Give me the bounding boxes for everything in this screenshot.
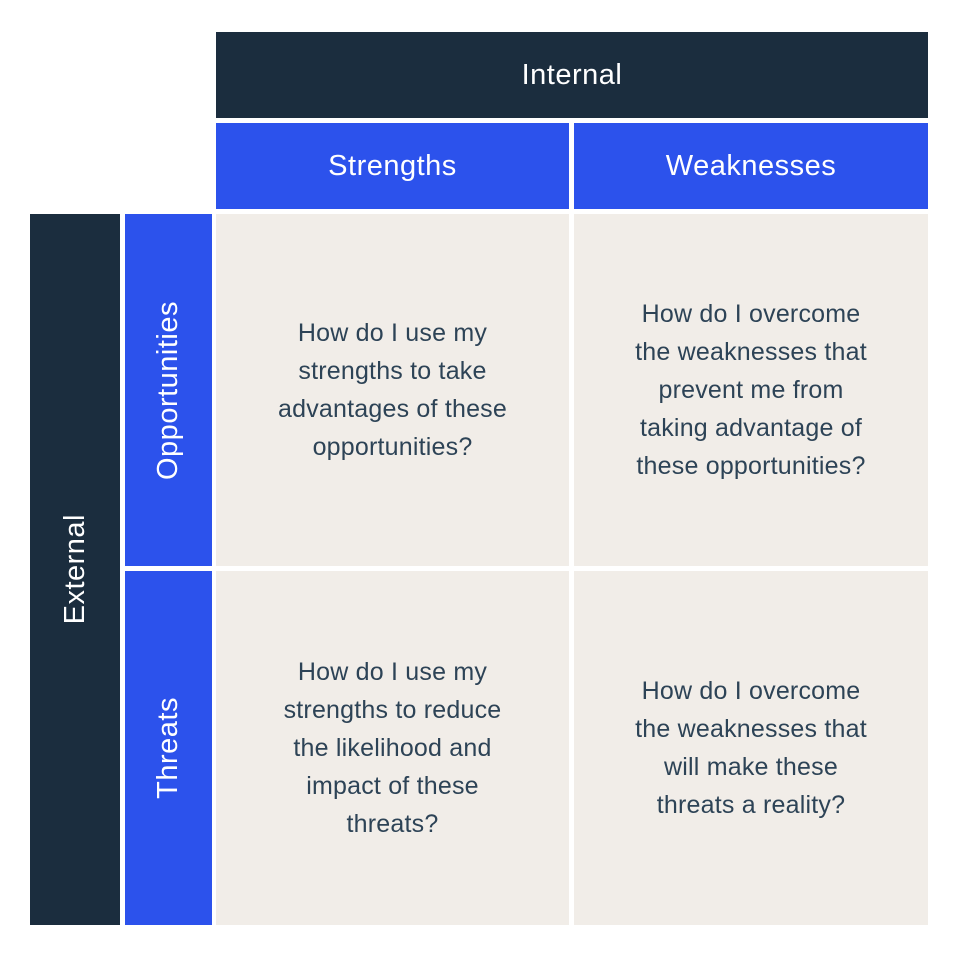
cell-strengths-opportunities-text: How do I use my strengths to take advant… (278, 319, 507, 461)
cell-weaknesses-opportunities-text: How do I overcome the weaknesses that pr… (635, 300, 867, 480)
cell-strengths-threats-text: How do I use my strengths to reduce the … (283, 658, 502, 838)
internal-axis-label: Internal (521, 58, 623, 91)
opportunities-row-header: Opportunities (125, 214, 212, 566)
cell-weaknesses-opportunities: How do I overcome the weaknesses that pr… (574, 214, 928, 566)
threats-row-label: Threats (152, 697, 184, 799)
cell-weaknesses-threats-text: How do I overcome the weaknesses that wi… (635, 677, 867, 819)
threats-row-header: Threats (125, 571, 212, 925)
internal-axis-header: Internal (216, 32, 928, 118)
weaknesses-column-label: Weaknesses (665, 149, 837, 182)
opportunities-row-label: Opportunities (152, 300, 184, 480)
external-axis-header: External (30, 214, 120, 925)
cell-strengths-opportunities: How do I use my strengths to take advant… (216, 214, 569, 566)
external-axis-label: External (58, 514, 91, 625)
cell-strengths-threats: How do I use my strengths to reduce the … (216, 571, 569, 925)
strengths-column-label: Strengths (328, 149, 457, 182)
weaknesses-column-header: Weaknesses (574, 123, 928, 209)
strengths-column-header: Strengths (216, 123, 569, 209)
cell-weaknesses-threats: How do I overcome the weaknesses that wi… (574, 571, 928, 925)
